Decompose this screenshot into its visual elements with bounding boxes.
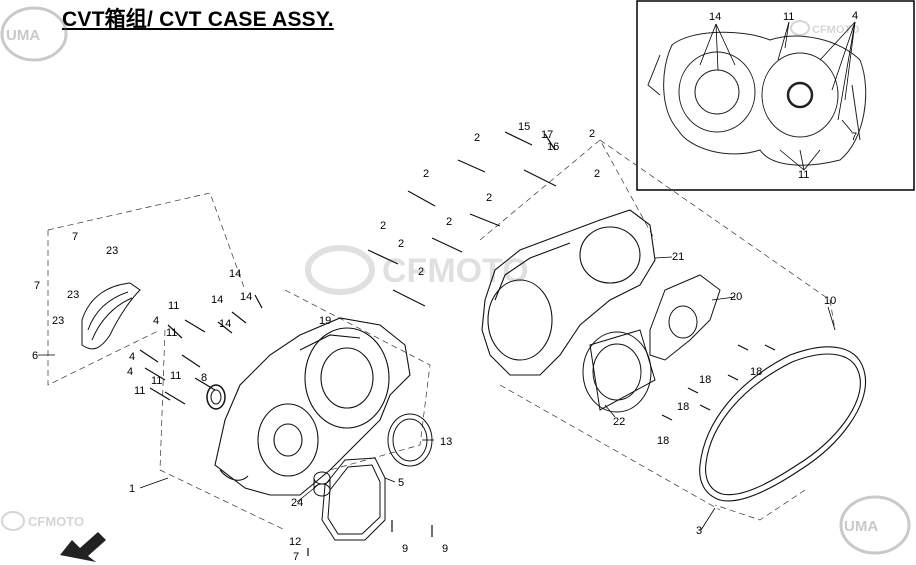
callout-11: 11 xyxy=(151,375,162,387)
callout-10: 10 xyxy=(824,295,836,307)
callout-20: 20 xyxy=(730,291,742,303)
callout-2: 2 xyxy=(486,192,492,204)
callout-2: 2 xyxy=(380,220,386,232)
inset-callout-11: 11 xyxy=(783,11,794,23)
callout-14: 14 xyxy=(229,268,241,280)
callout-8: 8 xyxy=(201,372,207,384)
uma-logo-bottom-right: UMA xyxy=(839,495,911,555)
callout-7: 7 xyxy=(72,231,78,243)
svg-text:UMA: UMA xyxy=(6,27,40,44)
callout-6: 6 xyxy=(32,350,38,362)
lower-cover xyxy=(321,457,386,541)
callout-11: 11 xyxy=(166,327,177,339)
bolt-set-right xyxy=(661,344,776,421)
callout-7: 7 xyxy=(293,551,299,563)
inset-callout-labels: 14 11 4 7 11 xyxy=(709,10,858,181)
callout-18: 18 xyxy=(699,374,711,386)
callout-19: 19 xyxy=(319,315,331,327)
bolt-set-bottom xyxy=(307,520,433,556)
callout-23: 23 xyxy=(106,245,118,257)
callout-23: 23 xyxy=(67,289,79,301)
callout-13: 13 xyxy=(440,436,452,448)
callout-leaders xyxy=(38,256,836,531)
callout-11: 11 xyxy=(170,370,181,382)
callout-18: 18 xyxy=(750,366,762,378)
callout-23: 23 xyxy=(52,315,64,327)
callout-11: 11 xyxy=(134,385,145,397)
callout-7: 7 xyxy=(34,280,40,292)
callout-18: 18 xyxy=(677,401,689,413)
bolt-set-left xyxy=(139,294,263,405)
bushing xyxy=(313,471,331,497)
callout-14: 14 xyxy=(219,318,231,330)
callout-15: 15 xyxy=(518,121,530,133)
callout-14: 14 xyxy=(211,294,223,306)
front-arrow-icon xyxy=(60,532,106,562)
inset-callout-7: 7 xyxy=(851,131,857,143)
cfmoto-logo-bottom-left: CFMOTO xyxy=(1,511,84,531)
callout-24: 24 xyxy=(291,497,303,509)
callout-labels: 1 2 2 2 2 2 2 2 2 2 3 4 4 4 5 6 7 7 7 8 … xyxy=(32,121,836,563)
inset-case-drawing xyxy=(647,31,867,166)
outer-cvt-case xyxy=(214,317,411,496)
callout-2: 2 xyxy=(423,168,429,180)
diagram-title: CVT箱组/ CVT CASE ASSY. xyxy=(62,8,334,31)
main-case-gasket xyxy=(699,346,867,502)
inner-drive-cover xyxy=(582,329,656,413)
inset-callout-11: 11 xyxy=(798,169,809,181)
uma-logo-top-left: UMA xyxy=(0,6,68,62)
callout-2: 2 xyxy=(474,132,480,144)
seal-ring xyxy=(206,384,226,410)
callout-11: 11 xyxy=(168,300,179,312)
callout-1: 1 xyxy=(129,483,135,495)
svg-text:CFMOTO: CFMOTO xyxy=(382,252,529,290)
callout-9: 9 xyxy=(442,543,448,555)
callout-2: 2 xyxy=(594,168,600,180)
cfmoto-logo-inset: CFMOTO xyxy=(790,20,860,36)
callout-9: 9 xyxy=(402,543,408,555)
callout-18: 18 xyxy=(657,435,669,447)
bolt-set-upper xyxy=(367,131,557,307)
callout-2: 2 xyxy=(589,128,595,140)
svg-text:CFMOTO: CFMOTO xyxy=(812,24,860,36)
inner-cvt-case xyxy=(481,209,656,376)
callout-16: 16 xyxy=(547,141,559,153)
callout-2: 2 xyxy=(398,238,404,250)
svg-text:UMA: UMA xyxy=(844,518,878,535)
callout-4: 4 xyxy=(127,366,133,378)
callout-17: 17 xyxy=(541,129,553,141)
inset-frame xyxy=(636,0,915,191)
callout-21: 21 xyxy=(672,251,684,263)
callout-4: 4 xyxy=(129,351,135,363)
inset-leader-lines xyxy=(699,21,856,171)
intake-shroud xyxy=(81,282,141,350)
callout-14: 14 xyxy=(240,291,252,303)
callout-3: 3 xyxy=(696,525,702,537)
callout-2: 2 xyxy=(418,266,424,278)
callout-2: 2 xyxy=(446,216,452,228)
callout-12: 12 xyxy=(289,536,301,548)
svg-text:CFMOTO: CFMOTO xyxy=(28,514,84,529)
inset-callout-14: 14 xyxy=(709,11,721,23)
callout-22: 22 xyxy=(613,416,625,428)
callout-5: 5 xyxy=(398,477,404,489)
inset-callout-4: 4 xyxy=(852,10,858,22)
cfmoto-logo-center: CFMOTO xyxy=(305,245,529,295)
bearing-plate xyxy=(649,274,721,361)
callout-4: 4 xyxy=(153,315,159,327)
